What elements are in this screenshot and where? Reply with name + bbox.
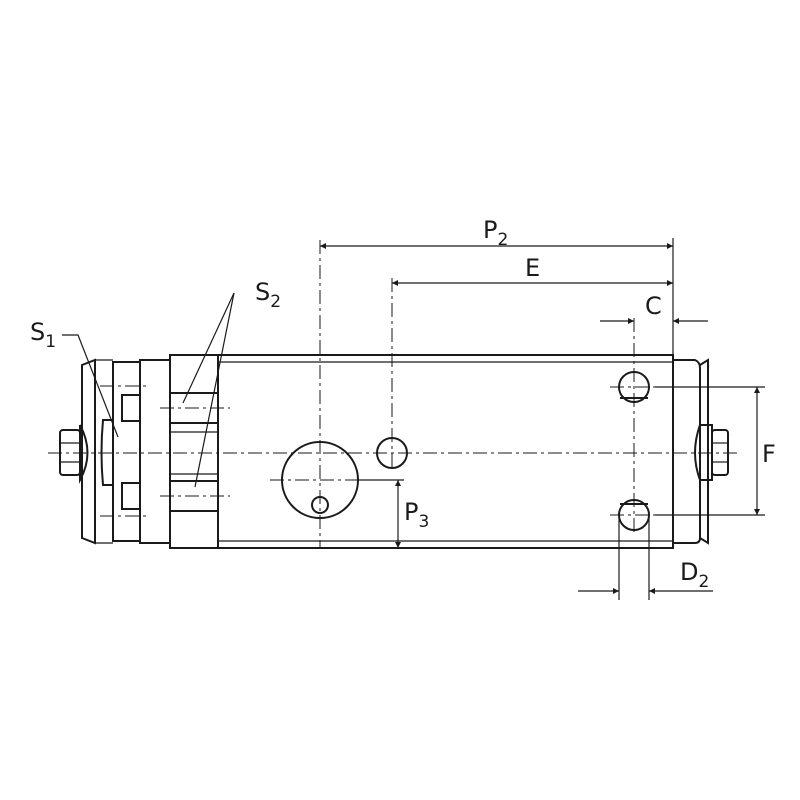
left-end-seal bbox=[59, 358, 171, 545]
label-c: C bbox=[645, 292, 662, 320]
dimension-p2: P2 bbox=[320, 216, 674, 355]
svg-text:P3: P3 bbox=[404, 498, 429, 532]
label-p2: P bbox=[483, 216, 497, 244]
svg-text:D2: D2 bbox=[680, 558, 709, 592]
dimension-d2: D2 bbox=[578, 515, 713, 600]
svg-text:S1: S1 bbox=[30, 318, 56, 352]
label-s2: S bbox=[255, 278, 270, 306]
dimension-p3: P3 bbox=[358, 479, 429, 548]
right-hex-nut bbox=[711, 429, 729, 476]
left-hex-nut bbox=[59, 429, 81, 476]
label-e: E bbox=[525, 254, 540, 282]
label-d2-sub: 2 bbox=[698, 572, 709, 592]
mounting-hole-top bbox=[618, 371, 650, 403]
label-s1-sub: 1 bbox=[45, 332, 56, 352]
label-p3-sub: 3 bbox=[418, 512, 429, 532]
label-d2: D bbox=[680, 558, 698, 586]
right-end-seal bbox=[673, 358, 729, 545]
label-s2-sub: 2 bbox=[270, 292, 281, 312]
label-p2-sub: 2 bbox=[497, 230, 508, 250]
leader-s1: S1 bbox=[30, 318, 119, 438]
dimension-e: E bbox=[392, 254, 673, 286]
label-f: F bbox=[762, 440, 776, 468]
leader-s2: S2 bbox=[182, 278, 281, 488]
label-s1: S bbox=[30, 318, 45, 346]
svg-text:S2: S2 bbox=[255, 278, 281, 312]
hole-e bbox=[376, 437, 408, 469]
small-hole bbox=[311, 496, 329, 514]
carriage-body bbox=[217, 354, 674, 549]
label-p3: P bbox=[404, 498, 418, 526]
svg-text:P2: P2 bbox=[483, 216, 508, 250]
dimension-f: F bbox=[655, 386, 776, 516]
dimension-c: C bbox=[600, 292, 708, 324]
